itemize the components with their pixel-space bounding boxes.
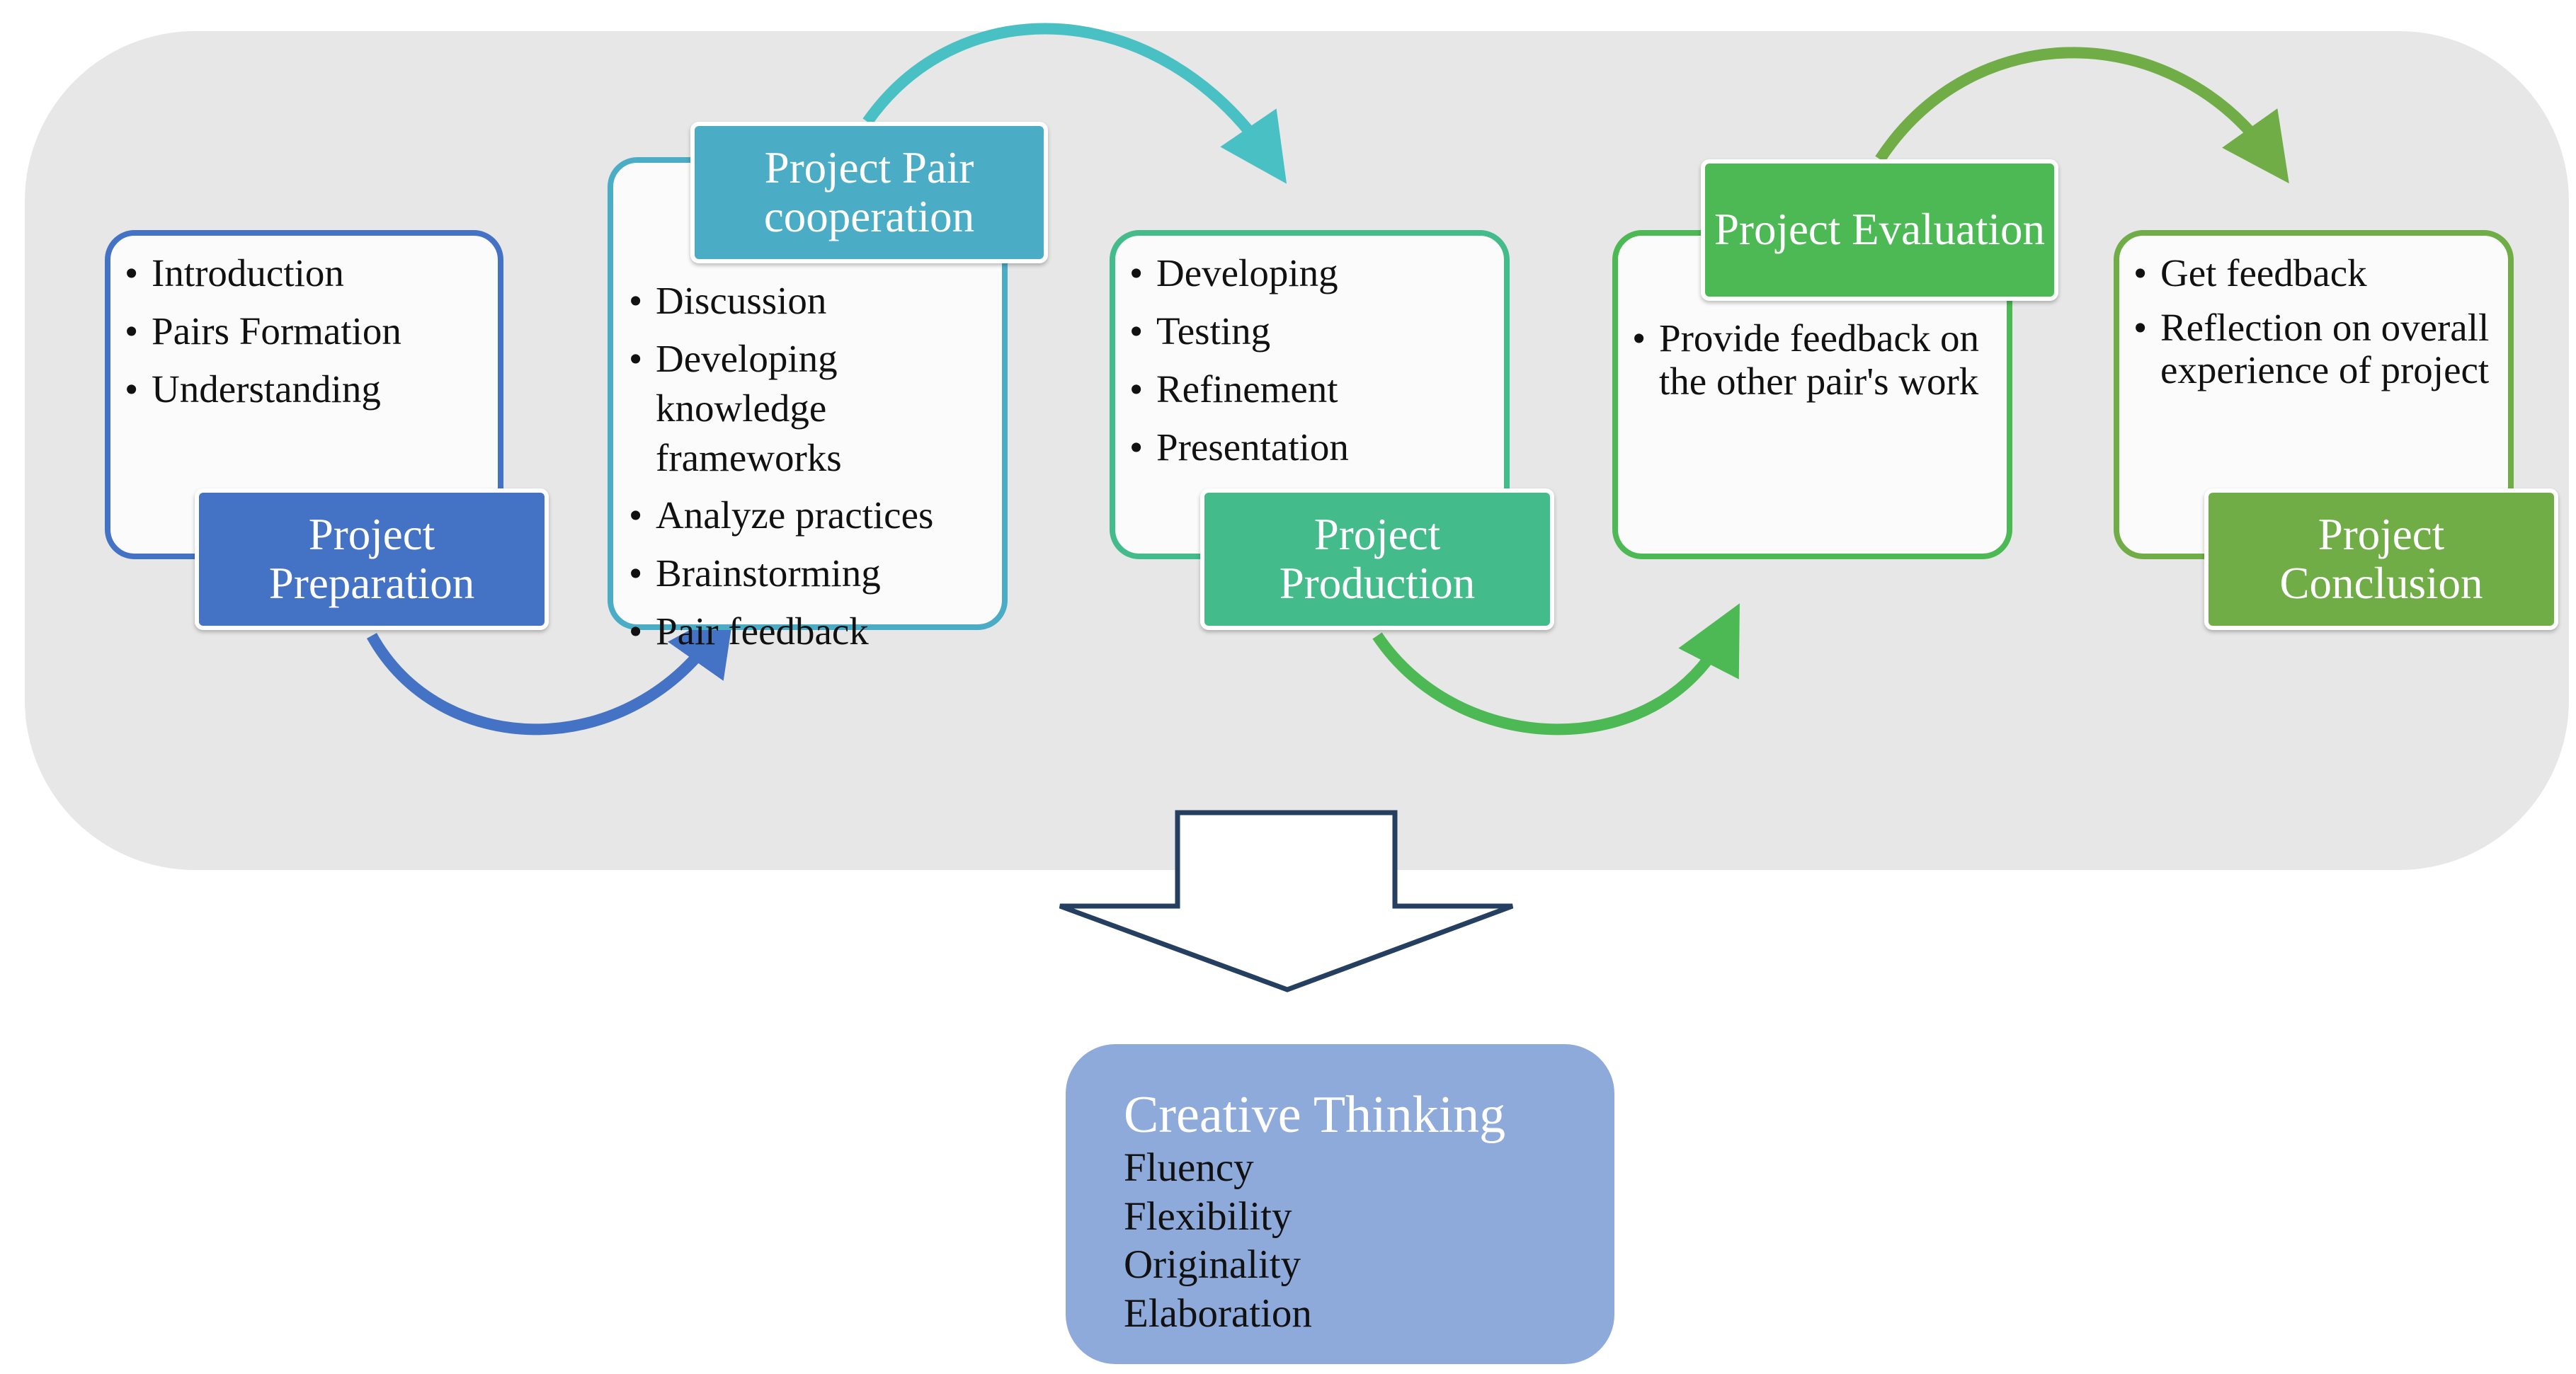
list-item: Testing [1129,307,1504,356]
list-item: Provide feedback on the other pair's wor… [1632,316,2007,403]
list-item: Discussion [629,276,1002,326]
creative-thinking-title: Creative Thinking [1124,1086,1506,1144]
list-item: Presentation [1129,423,1504,472]
production-item-list: Developing Testing Refinement Presentati… [1129,248,1504,471]
list-item: Reflection on overall experience of proj… [2133,306,2494,392]
preparation-item-list: Introduction Pairs Formation Understandi… [125,248,498,414]
arrow-cooperation-to-production [862,23,1287,184]
list-item: Understanding [125,365,498,414]
outcome-line: Fluency [1124,1145,1254,1191]
list-item: Introduction [125,248,498,298]
arrow-production-to-evaluation [1372,603,1740,735]
pair-cooperation-item-list: Discussion Developing knowledge framewor… [629,276,1002,656]
list-item: Get feedback [2133,248,2494,298]
list-item: Analyze practices [629,491,1002,540]
list-item: Refinement [1129,365,1504,414]
list-item: Developing [1129,248,1504,298]
list-item: Brainstorming [629,549,1002,598]
list-item: Developing knowledge frameworks [629,334,1002,483]
list-item: Pair feedback [629,607,1002,656]
evaluation-item-list: Provide feedback on the other pair's wor… [1632,316,2007,403]
stage-label-production: Project Production [1200,488,1554,630]
outcome-line: Elaboration [1124,1290,1312,1336]
stage-label-conclusion: Project Conclusion [2204,488,2558,630]
conclusion-item-list: Get feedback Reflection on overall exper… [2133,248,2508,392]
outcome-line: Flexibility [1124,1193,1292,1239]
stage-label-pair-cooperation: Project Pair cooperation [690,122,1048,263]
arrow-preparation-to-cooperation [367,605,735,735]
arrow-evaluation-to-conclusion [1875,47,2289,184]
stage-label-evaluation: Project Evaluation [1701,159,2058,301]
outcome-line: Originality [1124,1242,1301,1288]
down-arrow [1059,810,1514,992]
stage-label-preparation: Project Preparation [195,488,549,630]
creative-thinking-box: Creative Thinking Fluency Flexibility Or… [1066,1044,1614,1364]
list-item: Pairs Formation [125,307,498,356]
